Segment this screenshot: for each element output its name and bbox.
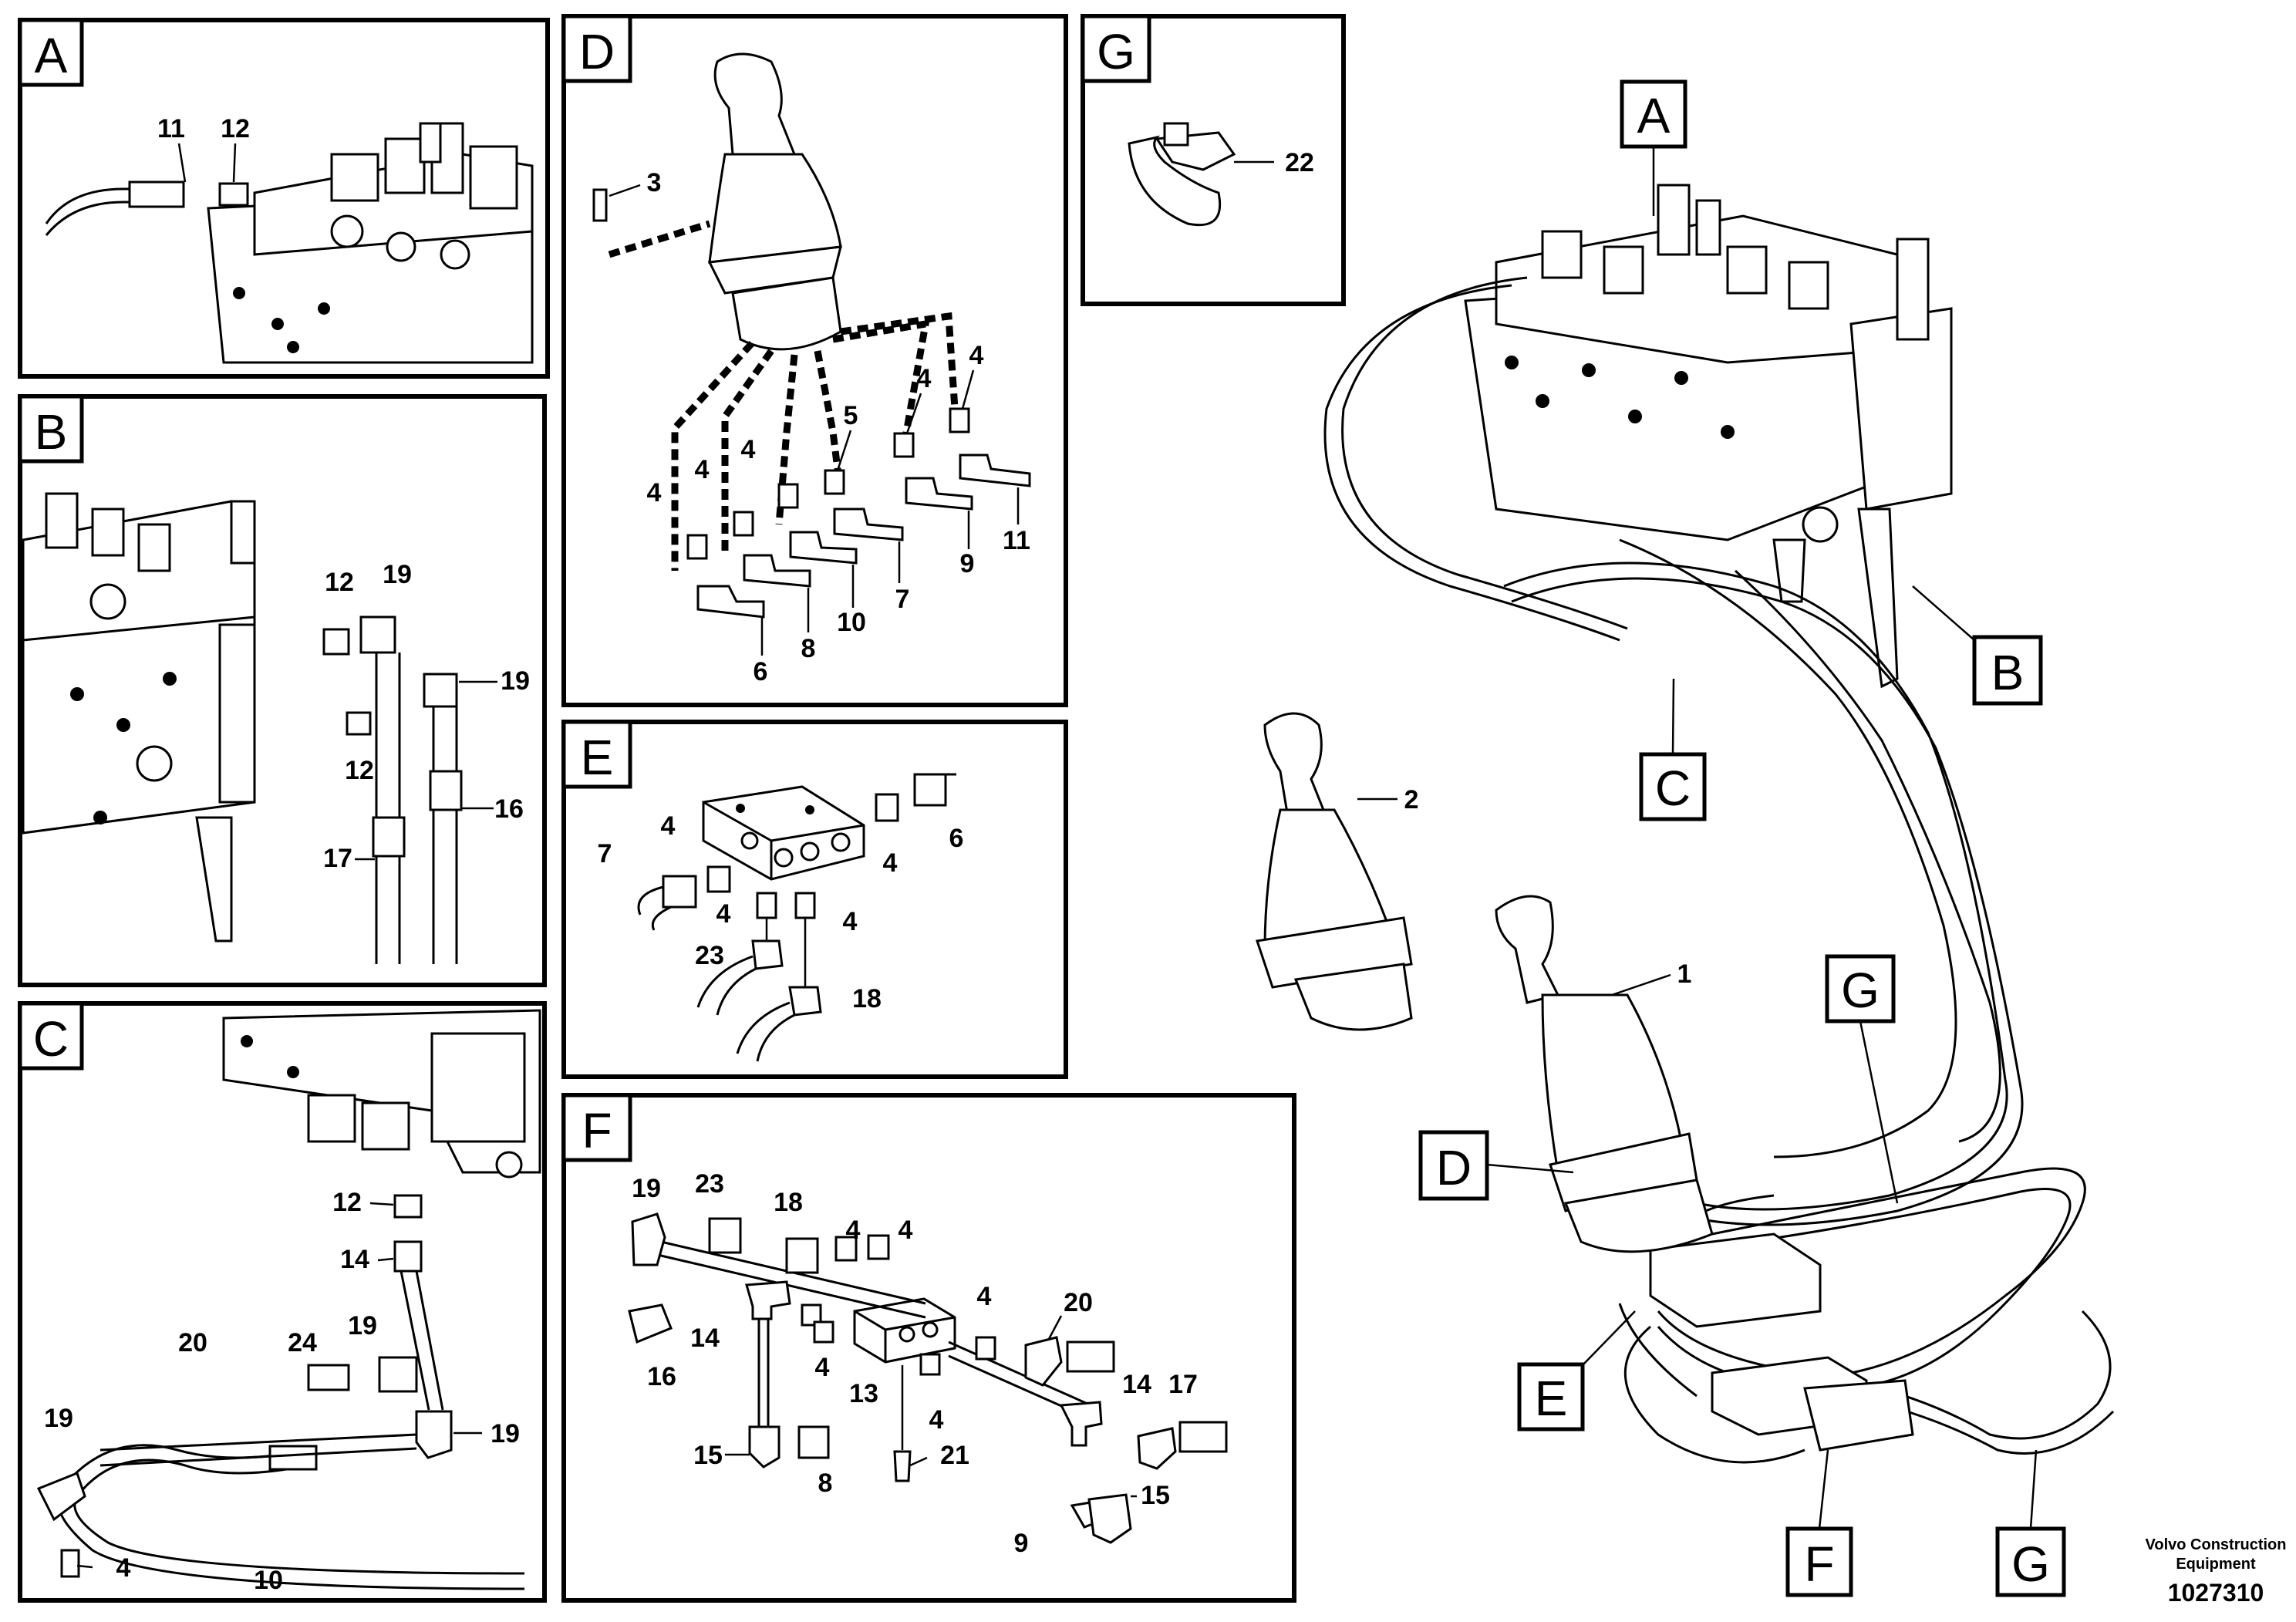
panel-g: G 22 [1081,14,1346,306]
callout-a: A [1637,88,1671,143]
label-f-14: 15 [693,1441,723,1470]
panel-b-letter: B [35,404,68,460]
label-f-12: 16 [647,1362,676,1391]
label-f-1: 23 [695,1169,724,1199]
panel-e: E 6 4 7 4 4 [561,720,1068,1079]
label-overview-1: 1 [1677,959,1692,989]
label-d-10: 7 [895,585,910,614]
label-b-4: 16 [494,794,524,824]
control-valve-drawing [207,122,534,364]
callout-b: B [1991,645,2025,700]
label-f-16: 21 [940,1441,969,1470]
label-d-0: 3 [647,168,662,197]
label-f-18: 9 [1014,1529,1029,1558]
label-e-4: 4 [716,899,731,929]
panel-a-letter: A [35,28,68,83]
label-c-7: 4 [116,1553,131,1583]
label-f-17: 15 [1141,1481,1170,1510]
label-f-7: 4 [977,1282,992,1311]
label-f-4: 4 [899,1216,913,1245]
label-overview-0: 2 [1404,785,1419,814]
control-valve-drawing [22,492,256,943]
label-e-0: 6 [949,824,964,853]
label-d-12: 11 [1003,526,1030,555]
label-f-13: 4 [929,1405,944,1435]
label-c-5: 19 [491,1419,520,1448]
label-e-5: 4 [843,907,858,936]
control-valve-drawing [1464,184,1953,689]
joystick-drawing [707,52,842,351]
label-e-7: 18 [852,984,882,1013]
credit-company: Volvo Construction [2146,1536,2287,1553]
panel-d-letter: D [579,24,615,79]
panel-c-letter: C [33,1011,69,1067]
label-f-11: 17 [1168,1370,1198,1399]
label-b-0: 12 [325,568,354,597]
label-c-8: 10 [254,1566,283,1595]
panel-f: F 19 [561,1093,1296,1603]
label-f-6: 14 [690,1324,720,1353]
credit-company-line2: Equipment [2176,1556,2256,1573]
panel-d: D 3 4 4 4 4 4 5 6 8 10 [561,14,1068,707]
panel-f-letter: F [582,1103,612,1158]
label-f-0: 19 [632,1174,661,1203]
label-g-0: 22 [1285,148,1314,177]
drawing-number: 1027310 [2168,1579,2264,1607]
label-b-5: 17 [323,844,352,873]
label-b-1: 19 [383,560,412,589]
label-d-6: 5 [844,401,858,430]
callout-c: C [1655,760,1691,816]
callout-g-2: G [2011,1536,2050,1592]
label-c-3: 24 [288,1328,317,1357]
distribution-block-drawing [853,1297,956,1364]
label-c-1: 14 [340,1245,369,1274]
label-f-10: 14 [1122,1370,1151,1399]
label-c-2: 20 [178,1328,207,1357]
label-d-7: 6 [754,657,768,686]
label-f-2: 18 [774,1188,803,1217]
callout-f: F [1804,1536,1834,1592]
label-d-1: 4 [969,341,984,370]
callout-d: D [1436,1140,1472,1195]
label-f-5: 20 [1064,1288,1093,1317]
label-d-4: 4 [695,455,710,484]
label-d-9: 10 [837,608,866,637]
distribution-block-drawing [702,785,865,881]
panel-c: C 12 14 20 24 19 19 19 4 10 [18,1001,547,1603]
panel-g-letter: G [1097,24,1135,79]
panel-e-letter: E [581,730,614,785]
joystick-drawing [1495,895,1714,1253]
callout-e: E [1535,1371,1568,1426]
label-d-3: 4 [741,435,756,464]
label-f-9: 4 [815,1353,830,1382]
callout-g: G [1841,963,1880,1018]
control-valve-drawing [222,1009,541,1179]
joystick-drawing [1256,712,1413,1031]
label-c-6: 19 [44,1404,73,1433]
label-c-4: 19 [348,1311,377,1340]
label-d-2: 4 [917,364,932,393]
label-c-0: 12 [332,1188,362,1217]
label-a-1: 12 [221,114,250,143]
credit-block: Volvo Construction Equipment 1027310 [2146,1536,2287,1607]
panel-b: B 12 19 19 12 16 1 [18,394,547,987]
label-d-11: 9 [960,549,975,578]
label-d-8: 8 [801,634,816,663]
label-a-0: 11 [157,114,185,143]
label-f-15: 8 [818,1469,833,1498]
label-e-2: 7 [598,839,612,868]
label-b-3: 12 [345,756,374,785]
label-e-6: 23 [695,941,724,970]
panel-a: A 11 12 [18,18,550,379]
clamp-strap-drawing [1128,135,1222,227]
label-d-5: 4 [647,478,662,508]
label-e-1: 4 [661,811,676,841]
label-b-2: 19 [501,666,530,696]
overview-assembly: A B C D E F G G 2 1 [1256,79,2115,1597]
label-f-3: 4 [846,1216,861,1245]
label-f-8: 13 [849,1379,878,1408]
label-e-3: 4 [883,848,898,878]
